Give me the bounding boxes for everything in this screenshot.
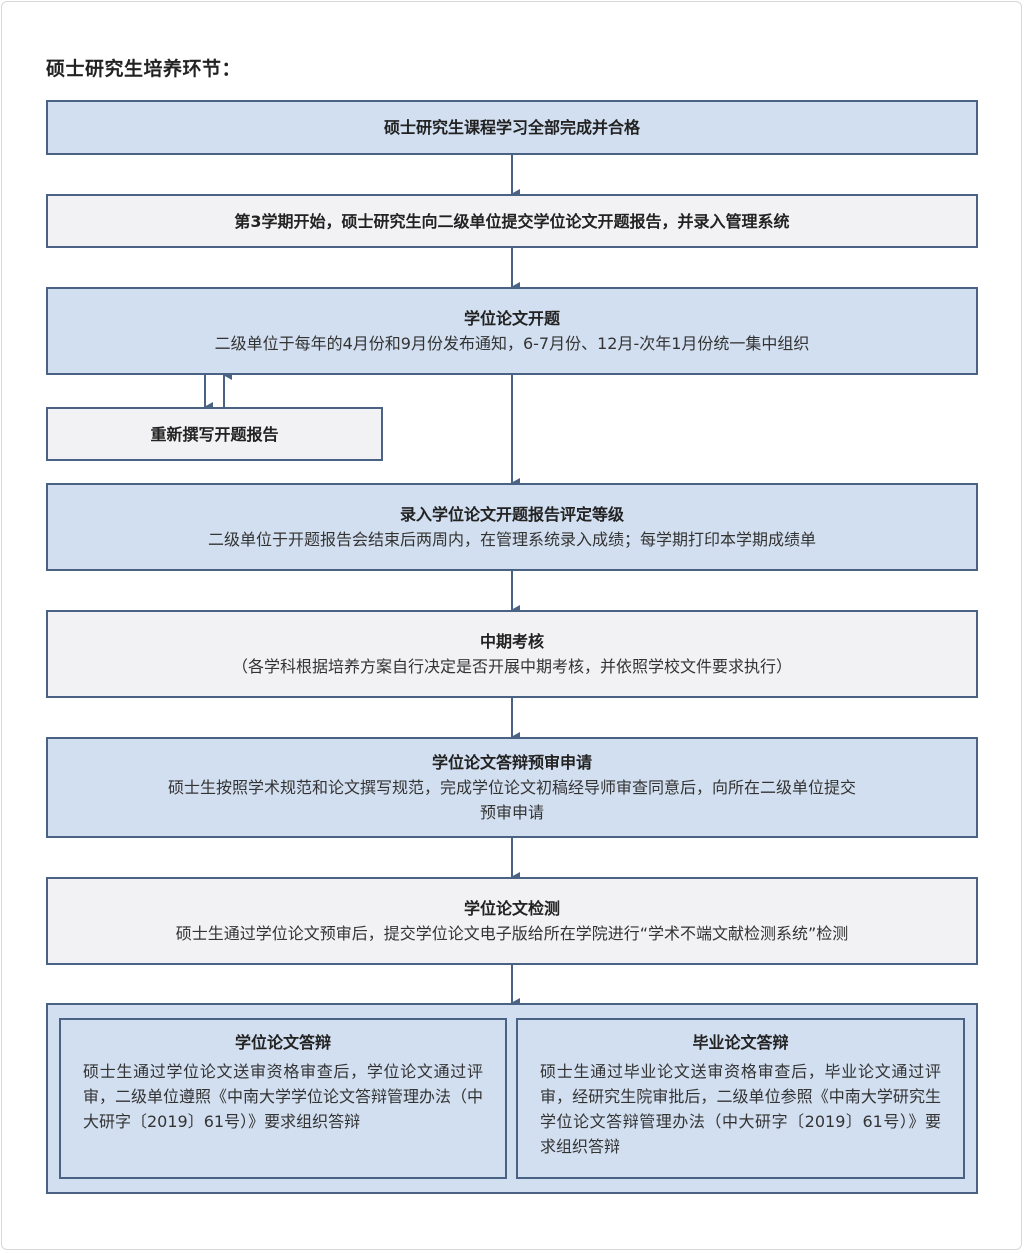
step-desc: （各学科根据培养方案自行决定是否开展中期考核，并依照学校文件要求执行） bbox=[231, 657, 792, 676]
step-title: 学位论文答辩预审申请 bbox=[431, 753, 592, 772]
step-title: 重新撰写开题报告 bbox=[150, 424, 279, 444]
step-desc: 硕士生通过学位论文预审后，提交学位论文电子版给所在学院进行“学术不端文献检测系统… bbox=[175, 924, 849, 943]
step-title: 学位论文开题 bbox=[463, 309, 560, 328]
defense-desc: 硕士生通过毕业论文送审资格审查后，毕业论文通过评审，经研究生院审批后，二级单位参… bbox=[540, 1062, 941, 1156]
step-plagiarism-check: 学位论文检测 硕士生通过学位论文预审后，提交学位论文电子版给所在学院进行“学术不… bbox=[46, 877, 978, 965]
step-thesis-proposal: 学位论文开题 二级单位于每年的4月份和9月份发布通知，6-7月份、12月-次年1… bbox=[46, 287, 978, 375]
step-desc-line-1: 硕士生按照学术规范和论文撰写规范，完成学位论文初稿经导师审查同意后，向所在二级单… bbox=[167, 778, 856, 797]
step-rewrite-proposal: 重新撰写开题报告 bbox=[46, 407, 383, 461]
step-title: 第3学期开始，硕士研究生向二级单位提交学位论文开题报告，并录入管理系统 bbox=[234, 211, 790, 231]
defense-degree-thesis: 学位论文答辩 硕士生通过学位论文送审资格审查后，学位论文通过评审，二级单位遵照《… bbox=[59, 1018, 507, 1179]
step-desc-line-2: 预审申请 bbox=[479, 803, 544, 822]
step-desc: 二级单位于开题报告会结束后两周内，在管理系统录入成绩；每学期打印本学期成绩单 bbox=[207, 530, 816, 549]
step-title: 硕士研究生课程学习全部完成并合格 bbox=[383, 118, 640, 137]
step-submit-proposal: 第3学期开始，硕士研究生向二级单位提交学位论文开题报告，并录入管理系统 bbox=[46, 194, 978, 248]
step-course-completion: 硕士研究生课程学习全部完成并合格 bbox=[46, 100, 978, 155]
defense-desc: 硕士生通过学位论文送审资格审查后，学位论文通过评审，二级单位遵照《中南大学学位论… bbox=[83, 1062, 484, 1131]
defense-title: 毕业论文答辩 bbox=[692, 1033, 789, 1052]
page-title: 硕士研究生培养环节： bbox=[46, 58, 242, 80]
step-pre-review-application: 学位论文答辩预审申请 硕士生按照学术规范和论文撰写规范，完成学位论文初稿经导师审… bbox=[46, 737, 978, 838]
defense-title: 学位论文答辩 bbox=[234, 1033, 331, 1052]
step-title: 中期考核 bbox=[479, 632, 544, 651]
defense-graduation-thesis: 毕业论文答辩 硕士生通过毕业论文送审资格审查后，毕业论文通过评审，经研究生院审批… bbox=[516, 1018, 965, 1179]
step-title: 录入学位论文开题报告评定等级 bbox=[399, 505, 624, 524]
step-title: 学位论文检测 bbox=[463, 899, 560, 918]
step-midterm-review: 中期考核 （各学科根据培养方案自行决定是否开展中期考核，并依照学校文件要求执行） bbox=[46, 610, 978, 698]
step-desc: 二级单位于每年的4月份和9月份发布通知，6-7月份、12月-次年1月份统一集中组… bbox=[214, 334, 810, 353]
step-enter-grade: 录入学位论文开题报告评定等级 二级单位于开题报告会结束后两周内，在管理系统录入成… bbox=[46, 483, 978, 571]
